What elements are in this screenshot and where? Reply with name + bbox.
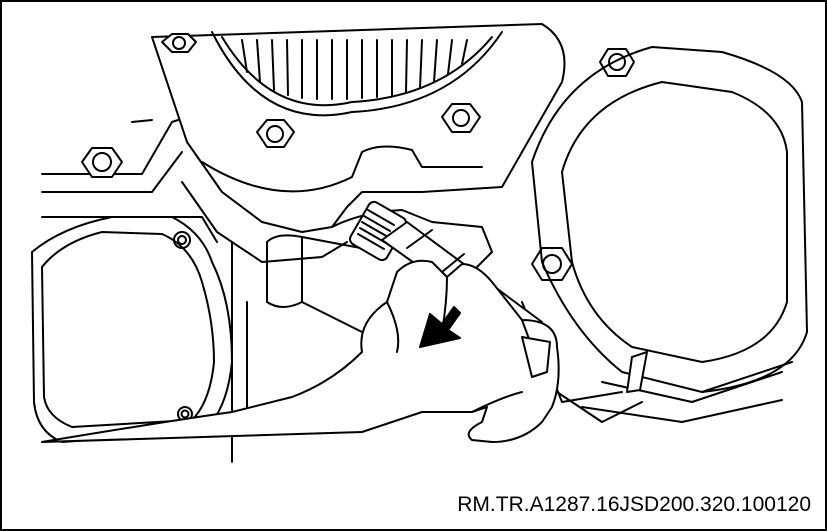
cover-grille [241,39,468,100]
bolt-top-left [161,33,197,53]
bolt-upper-left [81,147,123,178]
bolt-cover-right [441,103,481,133]
push-direction-arrow [419,306,461,348]
bolt-cover-center [256,119,295,148]
bolt-right-mid [531,247,573,281]
right-round-housing [521,46,808,423]
left-cover [31,216,233,443]
gloved-hand [41,259,560,443]
top-cover [151,23,566,263]
reference-code-label: RM.TR.A1287.16JSD200.320.100120 [457,493,811,516]
bolt-upper-right [599,48,635,77]
